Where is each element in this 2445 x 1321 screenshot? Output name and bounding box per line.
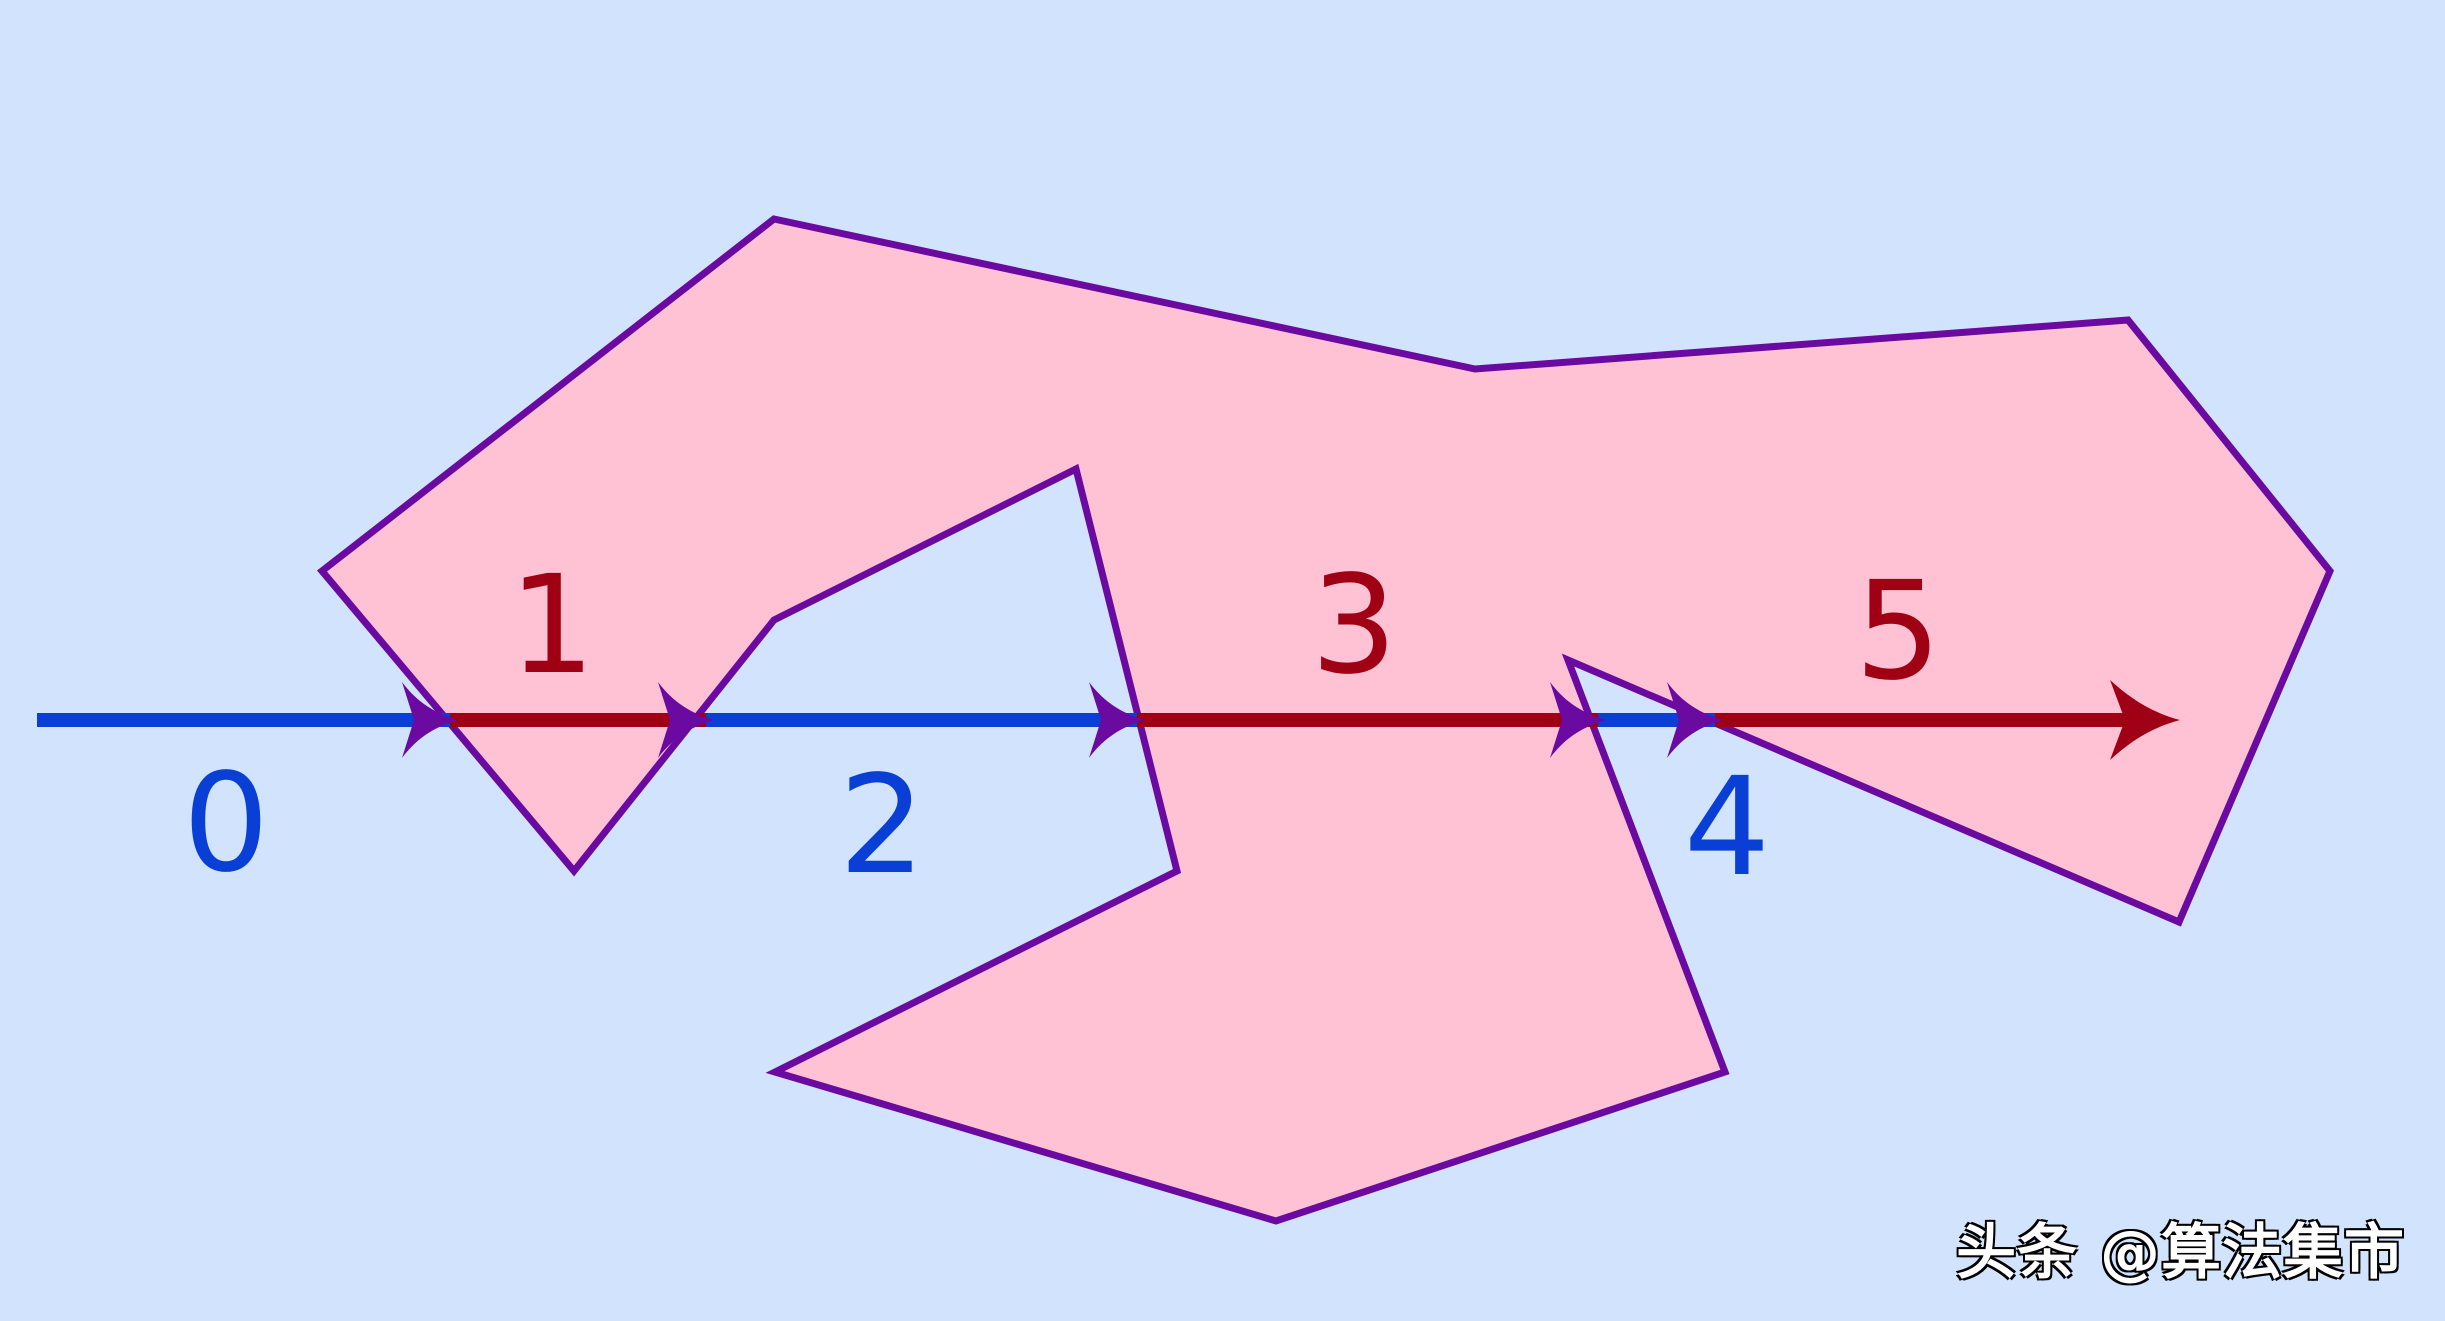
segment-label-4: 4 xyxy=(1684,749,1771,907)
crossing-arrowheads xyxy=(402,682,1723,758)
segment-label-3: 3 xyxy=(1311,547,1398,705)
crossing-arrow-1 xyxy=(402,682,458,758)
segment-label-5: 5 xyxy=(1855,553,1942,711)
watermark: 头条 @算法集市 xyxy=(1956,1218,2405,1288)
segment-label-0: 0 xyxy=(183,745,270,903)
crossing-arrow-2 xyxy=(658,682,714,758)
crossing-arrow-5 xyxy=(1667,682,1723,758)
ray-end-arrowhead xyxy=(2110,680,2180,760)
segment-label-2: 2 xyxy=(839,747,926,905)
segment-label-1: 1 xyxy=(509,547,596,705)
crossing-arrow-4 xyxy=(1550,682,1606,758)
crossing-arrow-3 xyxy=(1089,682,1145,758)
